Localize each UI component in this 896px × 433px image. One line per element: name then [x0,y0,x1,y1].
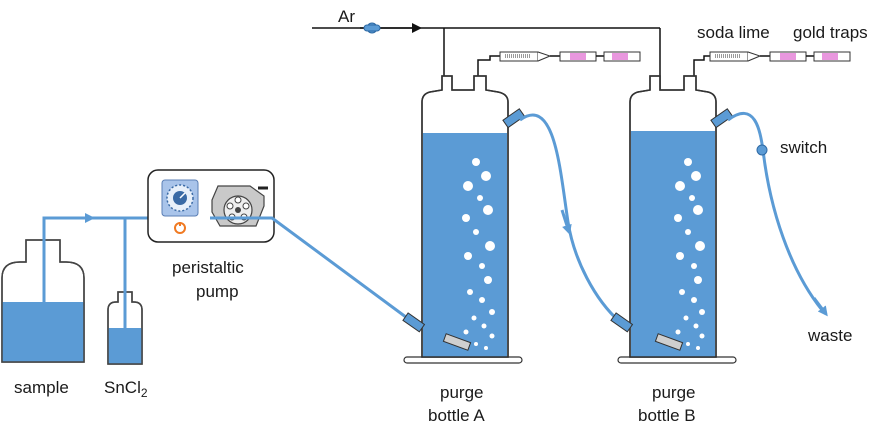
gold-trap-a2 [603,51,641,62]
switch-valve-icon [756,144,768,156]
bottle-b-label-line2: bottle B [638,406,696,425]
bottle-a-label-line2: bottle A [428,406,485,425]
purge-bottle-a [402,75,526,364]
ar-label: Ar [338,7,355,26]
sample-label: sample [14,378,69,397]
pump-label-line2: pump [196,282,239,301]
gold-trap-a1 [559,51,597,62]
soda-lime-label: soda lime [697,23,770,42]
soda-lime-trap-a [499,51,552,62]
trap-line-b [693,55,715,78]
pump-outlet-tubing [210,216,419,328]
gold-trap-b1 [769,51,807,62]
gold-traps-label: gold traps [793,23,868,42]
purge-bottle-b [610,75,737,364]
soda-lime-trap-b [709,51,762,62]
peristaltic-pump [147,169,275,243]
transfer-tubing [519,113,621,324]
bottle-b-label-line1: purge [652,383,695,402]
argon-valve [363,22,381,34]
waste-tubing [727,112,828,317]
bottle-a-label-line1: purge [440,383,483,402]
switch-label: switch [780,138,827,157]
sncl2-label: SnCl2 [104,378,148,400]
gold-trap-b2 [813,51,851,62]
pump-label-line1: peristaltic [172,258,244,277]
trap-line-a [477,55,505,78]
waste-label: waste [807,326,852,345]
